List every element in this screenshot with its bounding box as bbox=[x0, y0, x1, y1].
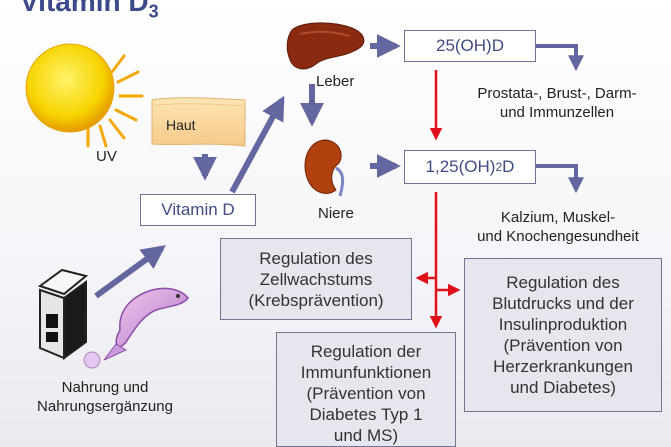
arrow-125ohd-tissues bbox=[536, 164, 584, 194]
arrow-25ohd-tissues bbox=[536, 44, 584, 72]
nahrung-label-line1: Nahrung und bbox=[61, 379, 149, 396]
prostata-label-line1: Prostata-, Brust-, Darm- bbox=[477, 85, 637, 102]
milk-carton-icon bbox=[37, 268, 89, 360]
sun-icon bbox=[25, 43, 144, 148]
blutdruck-line5: Herzerkrankungen bbox=[493, 357, 633, 376]
pill-icon bbox=[83, 351, 101, 369]
red-arrows bbox=[415, 70, 461, 329]
leber-label: Leber bbox=[316, 73, 355, 90]
blutdruck-line6: und Diabetes) bbox=[510, 378, 616, 397]
ohd125-suffix: D bbox=[502, 157, 515, 176]
niere-label: Niere bbox=[318, 205, 354, 222]
nahrung-label-line2: Nahrungsergänzung bbox=[37, 398, 173, 415]
skin-icon bbox=[151, 97, 246, 147]
vitamin-d-box: Vitamin D bbox=[140, 194, 256, 226]
ohd25-box: 25(OH)D bbox=[404, 30, 536, 62]
ohd125-subscript: 2 bbox=[495, 160, 503, 174]
kidney-icon bbox=[304, 139, 345, 197]
immun-line5: und MS) bbox=[333, 426, 399, 445]
immun-box: Regulation der Immunfunktionen (Präventi… bbox=[276, 332, 456, 447]
ohd125-prefix: 1,25(OH) bbox=[425, 157, 496, 176]
kalzium-label: Kalzium, Muskel- und Knochengesundheit bbox=[450, 208, 666, 246]
zellwachstum-line1: Regulation des bbox=[259, 248, 373, 268]
kalzium-label-line1: Kalzium, Muskel- bbox=[500, 209, 616, 226]
nahrung-label: Nahrung und Nahrungsergänzung bbox=[20, 378, 190, 416]
immun-line3: (Prävention von bbox=[306, 384, 426, 403]
prostata-label: Prostata-, Brust-, Darm- und Immunzellen bbox=[452, 84, 662, 122]
blutdruck-line3: Insulinproduktion bbox=[498, 315, 628, 334]
zellwachstum-line2: Zellwachstums bbox=[259, 269, 373, 289]
zellwachstum-box: Regulation des Zellwachstums (Krebspräve… bbox=[220, 238, 412, 320]
zellwachstum-line3: (Krebsprävention) bbox=[248, 290, 384, 310]
blutdruck-line2: Blutdrucks und der bbox=[492, 294, 634, 313]
immun-line1: Regulation der bbox=[310, 342, 422, 361]
kalzium-label-line2: und Knochengesundheit bbox=[477, 228, 639, 245]
blutdruck-box: Regulation des Blutdrucks und der Insuli… bbox=[464, 258, 662, 412]
blutdruck-line1: Regulation des bbox=[506, 273, 620, 292]
immun-line2: Immunfunktionen bbox=[300, 363, 432, 382]
arrow-vitamin-d-leber bbox=[229, 95, 285, 194]
uv-label: UV bbox=[96, 148, 117, 165]
immun-line4: Diabetes Typ 1 bbox=[309, 405, 423, 424]
blutdruck-line4: (Prävention von bbox=[503, 336, 623, 355]
liver-icon bbox=[286, 22, 365, 70]
blue-arrows bbox=[94, 34, 584, 299]
page-title: Vitamin D3 bbox=[20, 0, 159, 22]
prostata-label-line2: und Immunzellen bbox=[499, 104, 615, 121]
arrow-nahrung-vitamin-d bbox=[94, 245, 166, 299]
fish-icon bbox=[103, 287, 189, 361]
haut-label: Haut bbox=[166, 117, 196, 133]
